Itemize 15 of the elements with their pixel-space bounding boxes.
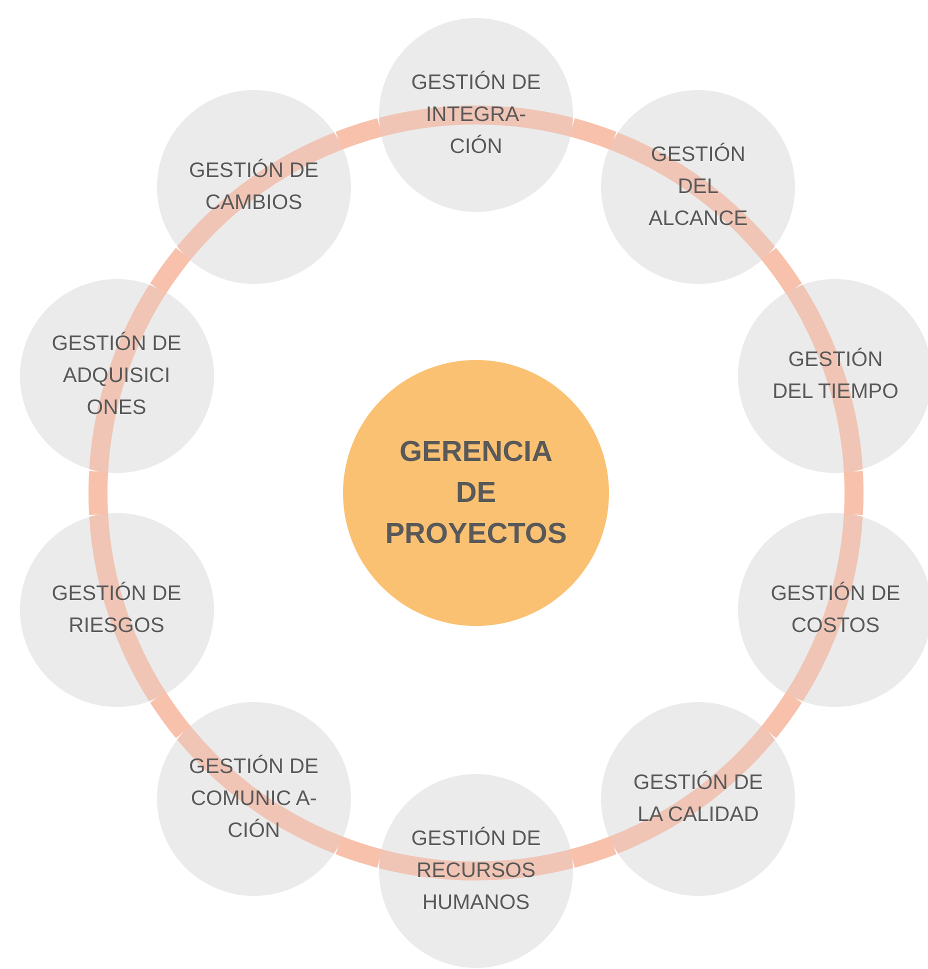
topic-label: GESTIÓN DE COSTOS [770, 580, 902, 639]
topic-label: GESTIÓN DEL ALCANCE [648, 142, 749, 232]
topic-label: GESTIÓN DE CAMBIOS [188, 158, 320, 216]
ring-connector [150, 246, 192, 296]
topic-label: GESTIÓN DE RIESGOS [50, 580, 182, 639]
ring-connector [760, 690, 802, 740]
ring-connector [760, 246, 802, 296]
topic-label: GESTIÓN DE INTEGRA- CIÓN [410, 70, 542, 160]
ring-connector [150, 690, 192, 740]
topic-label: GESTIÓN DEL TIEMPO [771, 346, 900, 406]
topic-label: GESTIÓN DE ADQUISICI ONES [50, 330, 182, 422]
topic-label: GESTIÓN DE COMUNIC A-CIÓN [188, 754, 320, 844]
topic-label: GESTIÓN DE LA CALIDAD [632, 770, 764, 828]
topic-label: GESTIÓN DE RECURSOS HUMANOS [410, 826, 542, 916]
center-title: GERENCIA DE PROYECTOS [384, 434, 568, 552]
